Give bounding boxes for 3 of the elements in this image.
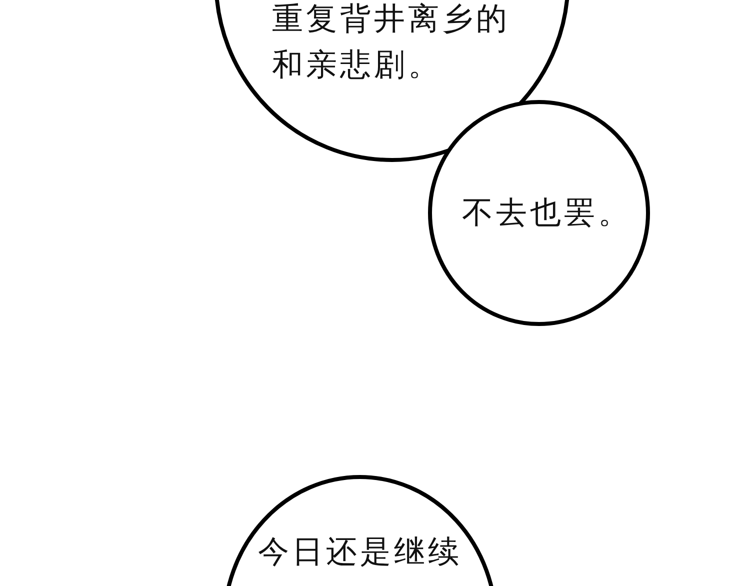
speech-text: 不去也罢。 <box>462 194 633 233</box>
speech-text: 今日还是继续 <box>258 533 463 572</box>
speech-text: 重复背井离乡的和亲悲剧。 <box>272 0 511 85</box>
